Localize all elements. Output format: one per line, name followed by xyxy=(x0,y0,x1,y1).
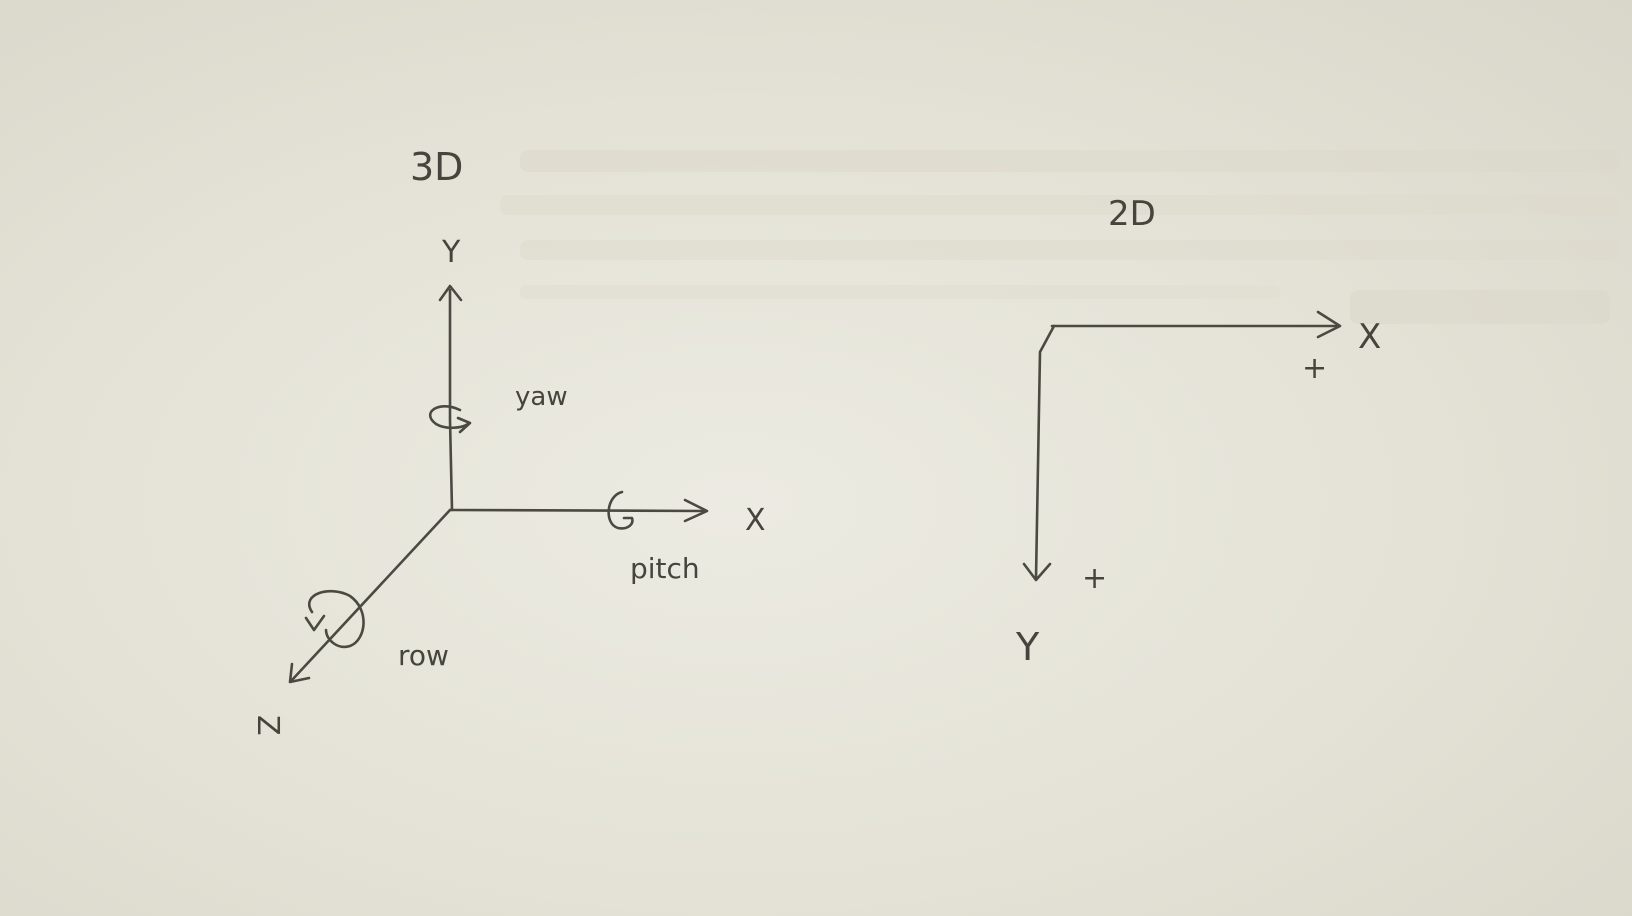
yaw-rotation-icon xyxy=(428,405,470,430)
z-axis-3d xyxy=(290,508,452,682)
x-axis-2d-arrowhead xyxy=(1316,310,1342,339)
diagram-2d-title: 2D xyxy=(1108,194,1156,234)
x-axis-3d-arrowhead xyxy=(683,498,709,523)
y-axis-3d-arrowhead xyxy=(438,284,463,302)
y-axis-3d xyxy=(448,288,454,512)
x-axis-3d xyxy=(448,508,707,513)
roll-label: row xyxy=(398,639,449,672)
z-axis-3d-arrowhead xyxy=(288,662,311,684)
y-axis-2d xyxy=(1034,324,1056,580)
diagram-3d: 3D Y yaw X pitch Z row xyxy=(250,145,766,736)
bleed-through-texture xyxy=(500,150,1620,324)
yaw-label: yaw xyxy=(515,382,568,412)
pitch-label: pitch xyxy=(630,552,700,585)
y-direction-sign: + xyxy=(1082,561,1107,596)
y-axis-2d-label: Y xyxy=(1015,625,1040,669)
pitch-rotation-icon xyxy=(607,490,634,530)
yaw-rotation-arrowhead xyxy=(456,416,472,434)
z-axis-3d-label: Z xyxy=(250,715,285,736)
diagram-2d: 2D X + Y + xyxy=(1015,194,1381,669)
diagram-3d-title: 3D xyxy=(410,145,463,189)
x-axis-2d-label: X xyxy=(1358,317,1381,357)
roll-rotation-arrowhead xyxy=(304,614,326,632)
x-direction-sign: + xyxy=(1302,351,1327,386)
y-axis-2d-arrowhead xyxy=(1022,562,1052,582)
y-axis-3d-label: Y xyxy=(441,235,461,270)
x-axis-3d-label: X xyxy=(745,503,766,538)
roll-rotation-icon xyxy=(308,589,365,649)
